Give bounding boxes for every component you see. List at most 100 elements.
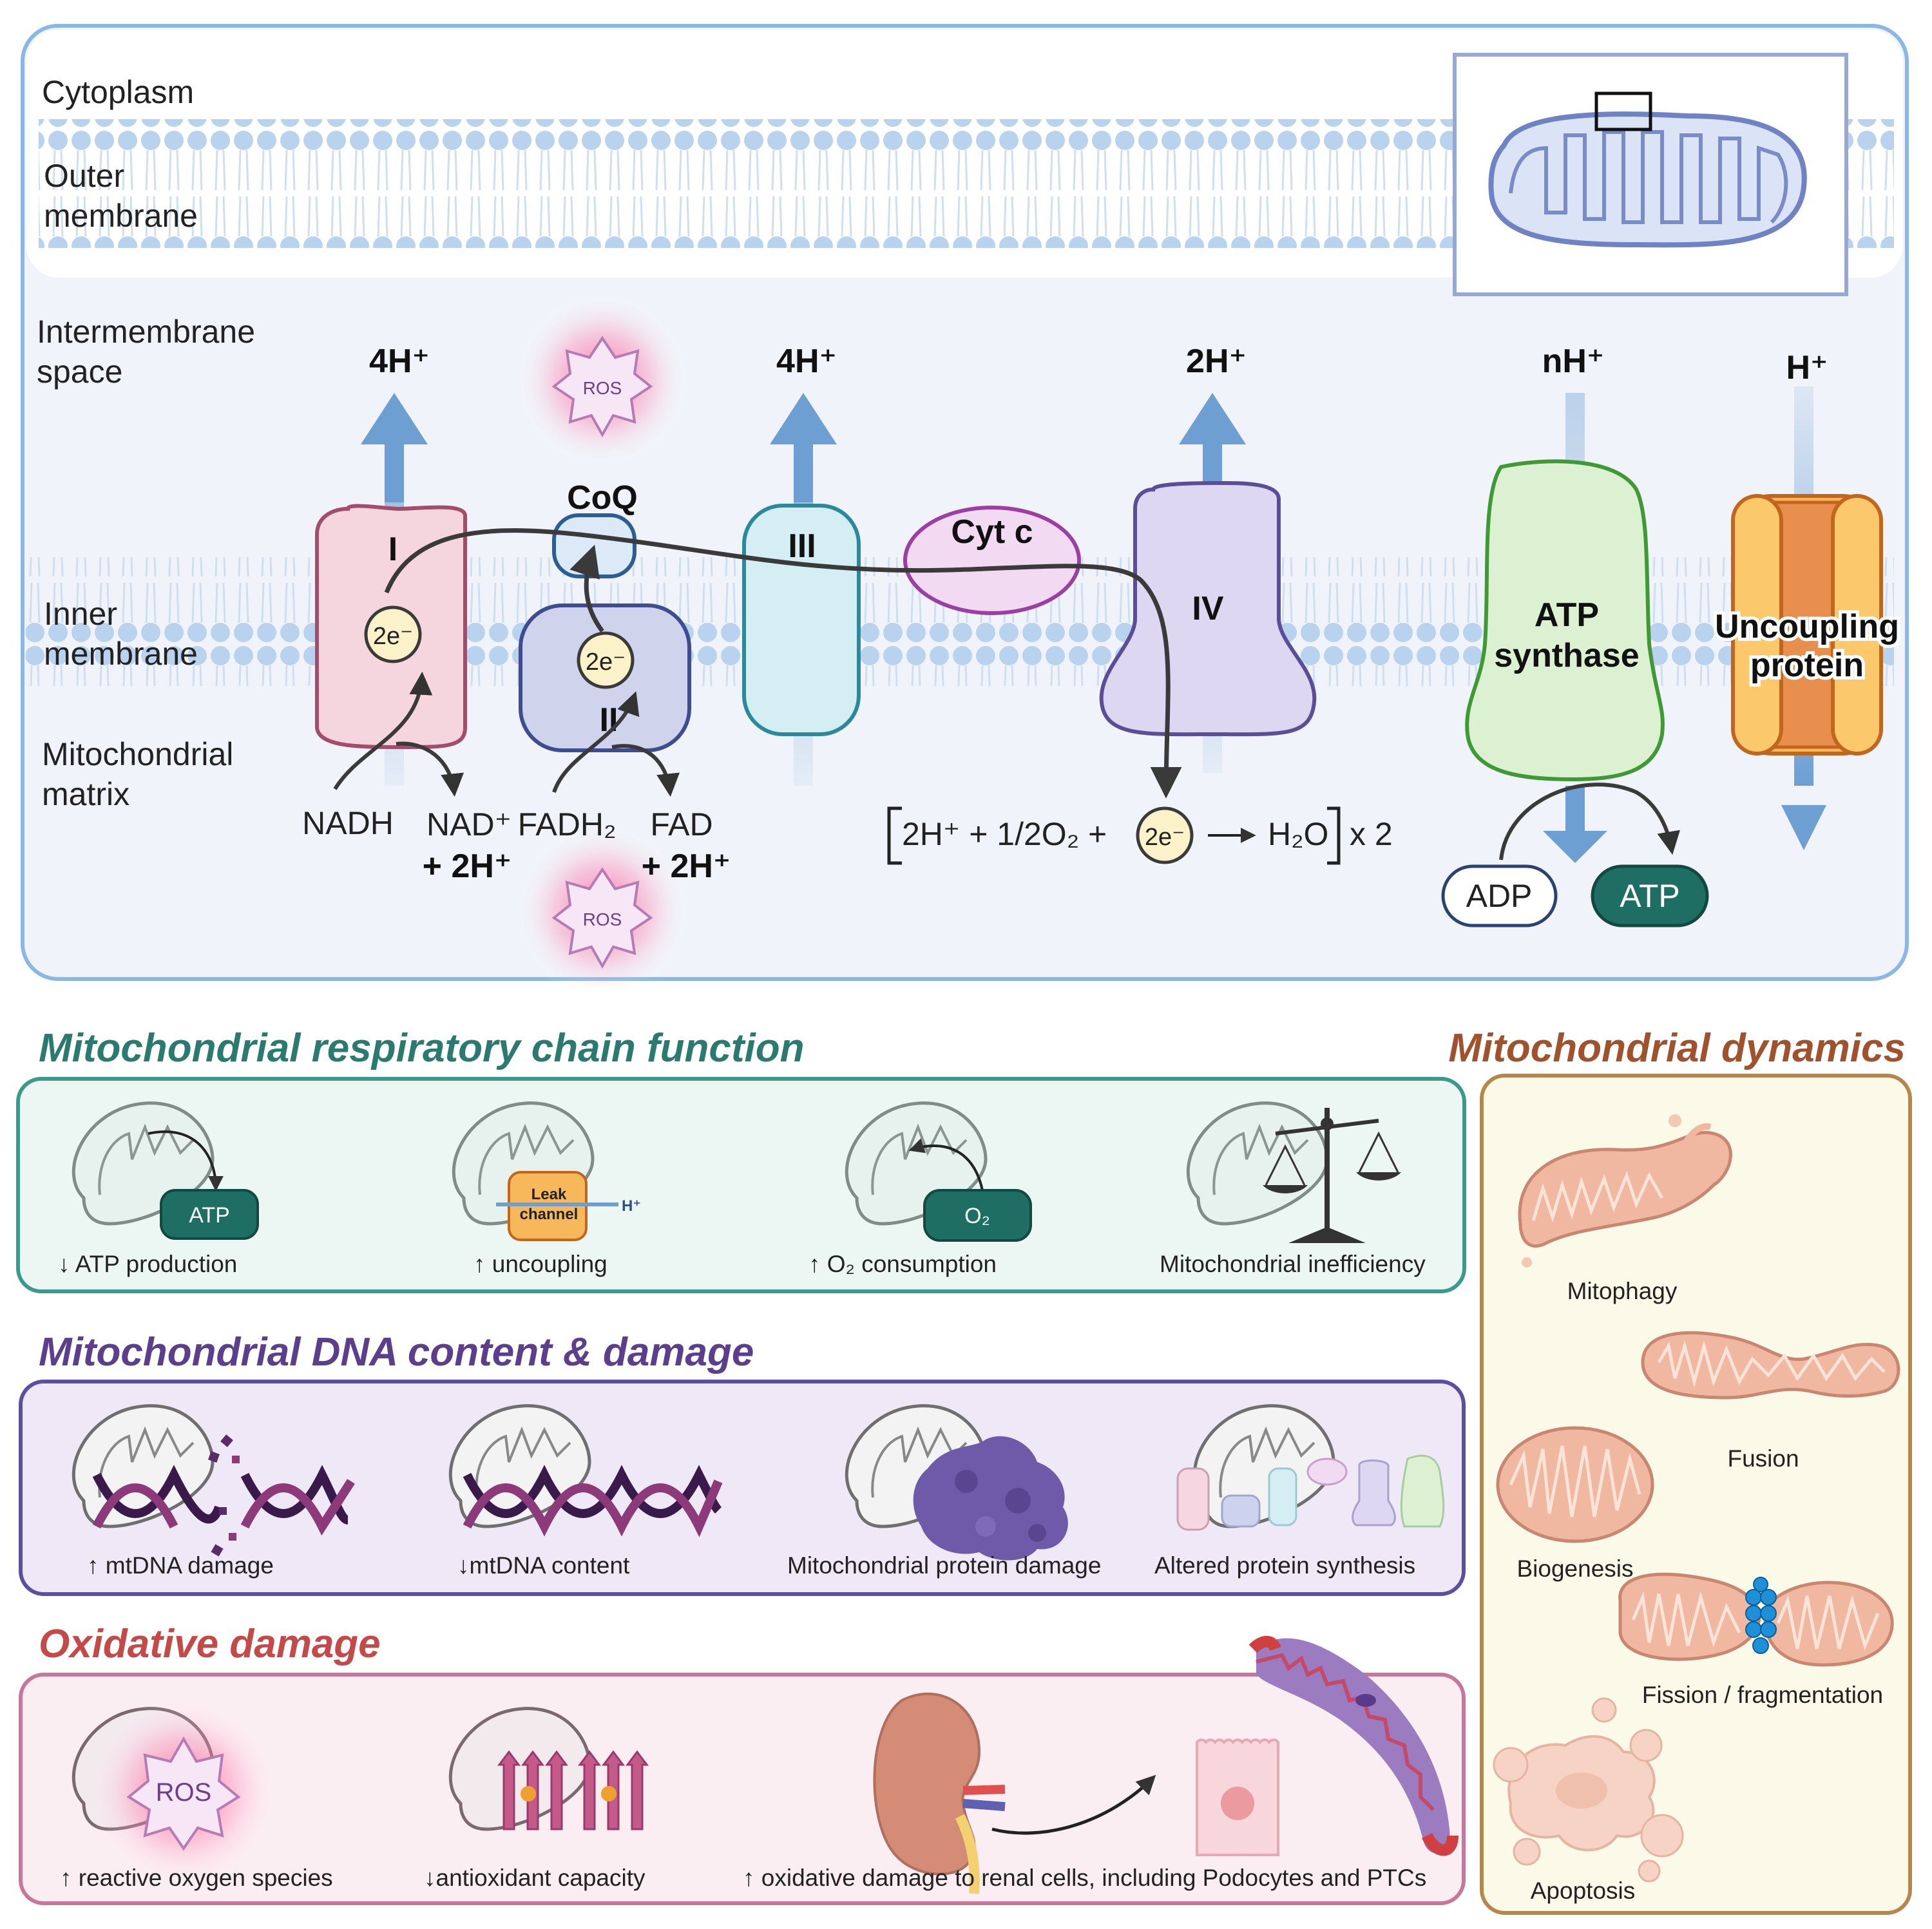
outer-membrane-label-1: Outer: [44, 158, 124, 194]
svg-text:O₂: O₂: [964, 1204, 990, 1228]
proton-label-complex-i: 4H⁺: [369, 343, 430, 380]
etc-panel: Cytoplasm Outer membrane Intermembrane s…: [21, 24, 1909, 998]
uncoupling-label-1: Uncoupling: [1715, 608, 1899, 645]
respiratory-o2-consumption: O₂ ↑ O₂ consumption: [808, 1101, 1032, 1277]
svg-text:2e⁻: 2e⁻: [586, 649, 626, 676]
respiratory-item-3: ↑ O₂ consumption: [808, 1251, 997, 1277]
coq: CoQ: [552, 479, 638, 578]
respiratory-uncoupling: Leak channel H⁺ ↑ uncoupling: [452, 1101, 641, 1277]
svg-text:2e⁻: 2e⁻: [373, 623, 413, 650]
uncoupling-protein: Uncoupling protein: [1712, 494, 1902, 755]
proton-label-complex-iii: 4H⁺: [776, 343, 837, 380]
oxidative-antioxidant: ↓antioxidant capacity: [424, 1707, 649, 1891]
complex-iv-label: IV: [1192, 590, 1223, 627]
matrix-label-1: Mitochondrial: [42, 736, 233, 772]
respiratory-box: [16, 1077, 1466, 1293]
atp-synthase-label-2: synthase: [1494, 637, 1639, 674]
complex-i-label: I: [388, 531, 397, 568]
dynamics-mitophagy: Mitophagy: [1518, 1114, 1732, 1304]
respiratory-item-4: Mitochondrial inefficiency: [1160, 1251, 1426, 1277]
dna-protein-synthesis: Altered protein synthesis: [1154, 1404, 1445, 1579]
dynamics-item-5: Apoptosis: [1531, 1877, 1636, 1904]
dna-content: ↓mtDNA content: [448, 1404, 723, 1579]
oxidative-ros: ROS ↑ reactive oxygen species: [60, 1695, 333, 1891]
coq-label: CoQ: [567, 479, 638, 517]
outer-membrane-label-2: membrane: [44, 198, 198, 234]
dynamics-apoptosis: Apoptosis: [1493, 1697, 1684, 1904]
nadh-arrow-out: [396, 741, 464, 797]
svg-text:channel: channel: [520, 1206, 579, 1223]
oxidative-renal: ↑ oxidative damage to renal cells, inclu…: [743, 1635, 1459, 1894]
electron-i: 2e⁻: [364, 605, 422, 663]
dynamics-item-4: Fission / fragmentation: [1642, 1682, 1883, 1708]
fad-label: FAD: [650, 806, 713, 842]
dna-box: [19, 1380, 1466, 1596]
dynamics-item-3: Biogenesis: [1516, 1555, 1633, 1582]
nadh-label: NADH: [302, 805, 394, 841]
dynamics-box: [1480, 1074, 1912, 1915]
proton-label-atp-synthase: nH⁺: [1542, 343, 1605, 380]
nad-h-label: + 2H⁺: [423, 848, 512, 885]
dynamics-section: Mitochondrial dynamics Mitophagy Fusion …: [1448, 1026, 1912, 1915]
intermembrane-label-1: Intermembrane: [37, 314, 255, 350]
respiratory-section: Mitochondrial respiratory chain function…: [16, 1026, 1466, 1293]
nadh-arrow-in: [333, 671, 433, 790]
respiratory-inefficiency: Mitochondrial inefficiency: [1160, 1101, 1426, 1277]
respiratory-title: Mitochondrial respiratory chain function: [39, 1026, 804, 1070]
svg-text:ATP: ATP: [189, 1203, 230, 1228]
svg-text:Leak: Leak: [531, 1186, 567, 1203]
equation-right: H₂O: [1268, 816, 1328, 852]
dynamics-fusion: Fusion: [1641, 1331, 1900, 1472]
svg-text:2e⁻: 2e⁻: [1145, 824, 1185, 851]
respiratory-item-1: ↓ ATP production: [58, 1251, 237, 1277]
ros-top-label: ROS: [583, 378, 622, 398]
electron-arrow-coq: [569, 544, 604, 633]
oxidative-item-1: ↑ reactive oxygen species: [60, 1865, 333, 1891]
ros-top: ROS: [515, 293, 689, 467]
complex-iii-label: III: [788, 527, 816, 565]
electron-path: [384, 528, 1182, 799]
intermembrane-label-2: space: [37, 354, 122, 390]
dynamics-item-1: Mitophagy: [1567, 1278, 1678, 1304]
dna-item-2: ↓mtDNA content: [457, 1552, 630, 1579]
dna-section: Mitochondrial DNA content & damage ↑ mtD…: [19, 1330, 1466, 1596]
inner-membrane-label-2: membrane: [44, 636, 198, 672]
svg-text:ATP: ATP: [1620, 878, 1680, 914]
dna-title: Mitochondrial DNA content & damage: [39, 1330, 754, 1374]
dna-item-3: Mitochondrial protein damage: [787, 1552, 1101, 1579]
water-equation: 2H⁺ + 1/2O₂ + 2e⁻ H₂O x 2: [887, 806, 1393, 865]
oxidative-item-2: ↓antioxidant capacity: [424, 1865, 646, 1891]
ros-bottom: ROS: [515, 824, 689, 998]
oxidative-box: [19, 1673, 1466, 1905]
atp-synthase: ATP synthase: [1465, 459, 1665, 782]
adp-atp-arrow: [1499, 783, 1681, 860]
cyt-c: Cyt c: [903, 506, 1081, 615]
atp-pill: ATP: [1591, 864, 1709, 927]
complex-iii: III: [742, 504, 861, 736]
svg-text:H⁺: H⁺: [622, 1197, 641, 1215]
dna-item-1: ↑ mtDNA damage: [87, 1552, 274, 1579]
oxidative-item-3: ↑ oxidative damage to renal cells, inclu…: [743, 1865, 1426, 1891]
dynamics-fission: Fission / fragmentation: [1618, 1572, 1894, 1708]
complex-iv: IV: [1099, 480, 1317, 737]
fadh2-label: FADH₂: [518, 806, 617, 842]
dynamics-biogenesis: Biogenesis: [1496, 1426, 1654, 1582]
nad-label: NAD⁺: [426, 806, 512, 842]
equation-mult: x 2: [1350, 816, 1393, 852]
atp-synthase-label-1: ATP: [1535, 596, 1599, 634]
fadh2-arrow-in: [552, 691, 640, 793]
proton-label-complex-iv: 2H⁺: [1186, 343, 1247, 380]
electron-ii: 2e⁻: [577, 631, 635, 689]
uncoupling-label-2: protein: [1750, 647, 1864, 684]
equation-left: 2H⁺ + 1/2O₂ +: [902, 816, 1107, 852]
fad-h-label: + 2H⁺: [642, 848, 731, 885]
oxidative-section: Oxidative damage ROS ↑ reactive oxygen s…: [19, 1622, 1466, 1905]
respiratory-item-2: ↑ uncoupling: [473, 1251, 607, 1277]
dna-protein-damage: Mitochondrial protein damage: [787, 1404, 1101, 1579]
matrix-label-2: matrix: [42, 776, 129, 812]
fadh2-arrow-out: [611, 744, 680, 797]
proton-label-uncoupling: H⁺: [1786, 349, 1828, 386]
respiratory-atp-production: ATP ↓ ATP production: [58, 1101, 259, 1277]
dna-damage: ↑ mtDNA damage: [72, 1404, 355, 1579]
